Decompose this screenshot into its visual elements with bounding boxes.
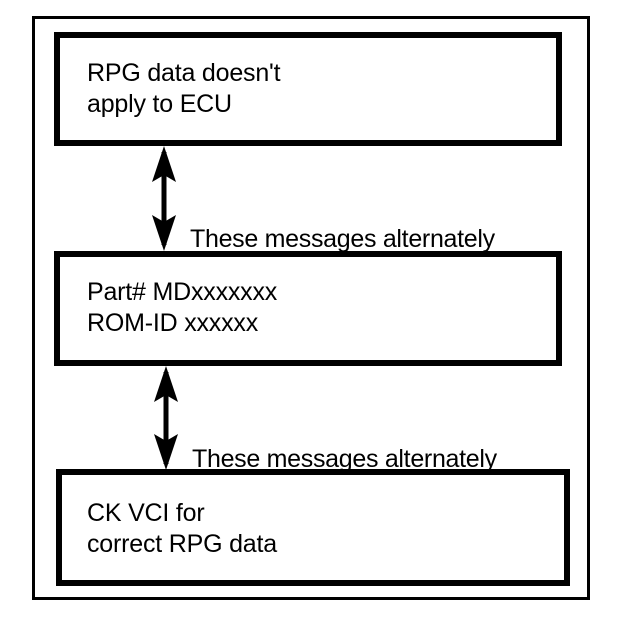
double-headed-arrow-2 bbox=[144, 366, 188, 470]
part-rom-id-box-line2: ROM-ID xxxxxx bbox=[87, 309, 258, 337]
rpg-data-box: RPG data doesn't apply to ECU bbox=[54, 32, 562, 146]
double-headed-arrow-icon bbox=[152, 146, 176, 251]
rpg-data-box-line2: apply to ECU bbox=[87, 90, 232, 118]
rpg-data-box-line1: RPG data doesn't bbox=[87, 59, 281, 87]
ck-vci-box-line1: CK VCI for bbox=[87, 499, 205, 527]
double-headed-arrow-1 bbox=[142, 146, 186, 251]
part-rom-id-box: Part# MDxxxxxxx ROM-ID xxxxxx bbox=[54, 251, 562, 366]
connector-2-annotation-line1: These messages alternately bbox=[192, 445, 497, 473]
ck-vci-box-line2: correct RPG data bbox=[87, 530, 277, 558]
ck-vci-box: CK VCI for correct RPG data bbox=[56, 469, 570, 586]
connector-1-annotation-line1: These messages alternately bbox=[190, 225, 495, 253]
part-rom-id-box-line1: Part# MDxxxxxxx bbox=[87, 278, 278, 306]
diagram-canvas: RPG data doesn't apply to ECU These mess… bbox=[32, 16, 590, 600]
double-headed-arrow-icon bbox=[154, 366, 178, 470]
